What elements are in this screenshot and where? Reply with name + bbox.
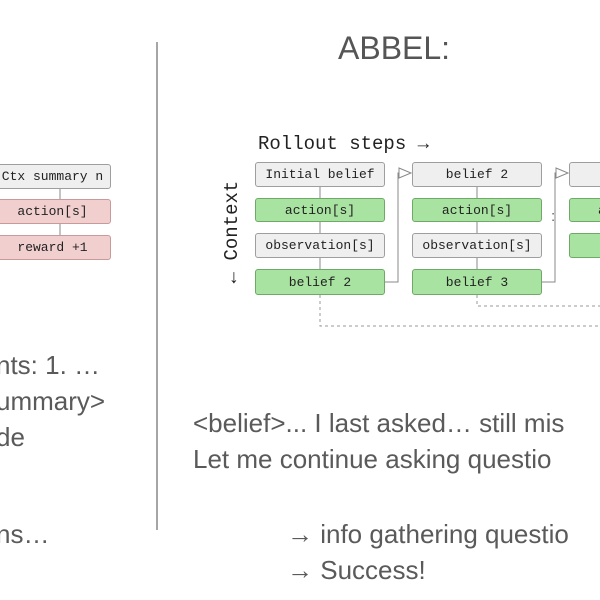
belief-forward-line-1: [385, 172, 404, 283]
left-reward-box: reward +1: [0, 235, 111, 260]
outcome-line-1: → info gathering questio: [287, 519, 569, 549]
col1-initial-belief-box: Initial belief: [255, 162, 385, 187]
forward-arrowhead-1: [398, 167, 413, 179]
col3-partial-top-box: [569, 162, 600, 187]
belief-forward-line-2: [542, 172, 562, 283]
rollout-steps-label: Rollout steps →: [258, 133, 430, 155]
context-axis-label: ← Context: [221, 180, 243, 284]
col1-observation-box: observation[s]: [255, 233, 385, 258]
col2-belief-box-next: belief 3: [412, 269, 542, 295]
left-text-line-3: de: [0, 422, 25, 452]
abbel-title: ABBEL:: [338, 30, 451, 66]
left-ctx-summary-box: Ctx summary n: [0, 164, 111, 189]
left-text-line-1: nts: 1. …: [0, 350, 101, 380]
left-action-box: action[s]: [0, 199, 111, 224]
col1-action-box: action[s]: [255, 198, 385, 222]
forward-arrowhead-2: [555, 167, 570, 179]
col3-partial-third-box: [569, 233, 600, 258]
dashed-link-2: [476, 295, 600, 307]
dashed-link-1: [319, 295, 600, 327]
left-text-line-2: ummary>: [0, 386, 106, 416]
outcome-line-2: → Success!: [287, 555, 426, 585]
col2-action-box: action[s]: [412, 198, 542, 222]
col2-observation-box: observation[s]: [412, 233, 542, 258]
left-text-line-4: ns…: [0, 519, 50, 549]
col2-belief-box: belief 2: [412, 162, 542, 187]
belief-text-line-2: Let me continue asking questio: [193, 444, 552, 474]
col1-belief-box: belief 2: [255, 269, 385, 295]
col3-partial-action-box: a: [569, 198, 600, 222]
belief-text-line-1: <belief>... I last asked… still mis: [193, 408, 565, 438]
column-ellipsis: :: [551, 208, 556, 225]
